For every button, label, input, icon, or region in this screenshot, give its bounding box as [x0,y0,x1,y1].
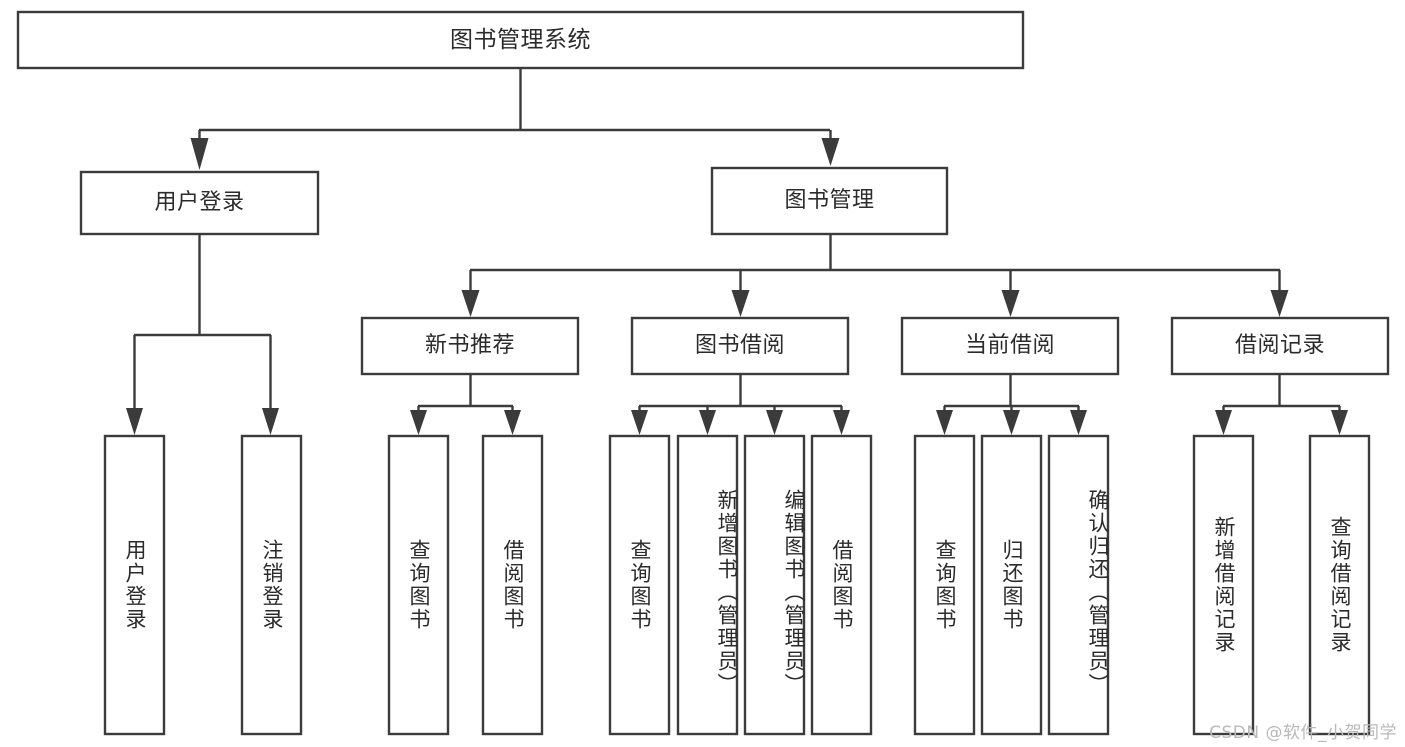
arrow-head-nb-leaf-2 [504,410,521,435]
arrow-head-leaf-user-login-1 [126,408,143,435]
connector-group-root [190,68,840,170]
node-box-leaf-book-borrow-2[interactable] [743,434,806,736]
node-box-current-borrow[interactable] [900,316,1120,376]
node-box-leaf-current-borrow-2[interactable] [1047,434,1110,736]
node-box-leaf-book-borrow-1[interactable] [676,434,739,736]
arrow-head-borrow-record [1270,290,1289,317]
arrow-head-leaf-user-login-2 [262,408,279,435]
arrow-head-current-borrow [1001,290,1020,317]
arrow-head-new-book [461,290,480,317]
arrow-head-bb-leaf-1 [631,410,648,435]
node-box-book-borrow[interactable] [630,316,850,376]
arrow-head-cb-leaf-3 [1070,410,1087,435]
node-box-leaf-current-borrow-1[interactable] [980,434,1043,736]
node-box-borrow-record[interactable] [1170,316,1390,376]
node-box-leaf-new-book-1[interactable] [481,434,544,736]
node-box-leaf-user-login-1[interactable] [240,434,303,736]
arrow-head-bb-leaf-3 [766,410,783,435]
node-box-leaf-book-borrow-0[interactable] [608,434,671,736]
arrow-head-cb-leaf-2 [1003,410,1020,435]
connector-group-borrow-record [1215,374,1348,435]
node-box-root[interactable] [16,10,1025,70]
node-box-user-login[interactable] [79,170,320,236]
arrow-head-book-borrow [731,290,750,317]
connector-group-book-borrow [631,374,850,435]
arrow-head-nb-leaf-1 [410,410,427,435]
node-box-leaf-new-book-0[interactable] [387,434,450,736]
node-box-leaf-borrow-record-1[interactable] [1308,434,1371,736]
connector-group-current-borrow [936,374,1087,435]
node-box-leaf-user-login-0[interactable] [103,434,166,736]
arrow-head-bb-leaf-4 [833,410,850,435]
arrow-head-br-leaf-2 [1331,410,1348,435]
node-box-leaf-current-borrow-0[interactable] [913,434,976,736]
connector-group-user-login [126,234,279,435]
arrow-head-br-leaf-1 [1215,410,1232,435]
connector-group-new-book [410,374,521,435]
connector-group-book-manage [461,234,1289,317]
node-box-leaf-book-borrow-3[interactable] [810,434,873,736]
arrow-head-book-manage [821,138,840,166]
node-box-leaf-borrow-record-0[interactable] [1192,434,1255,736]
node-box-book-manage[interactable] [710,166,949,236]
arrow-head-bb-leaf-2 [699,410,716,435]
node-box-new-book-recommend[interactable] [360,316,580,376]
arrow-head-user-login [190,138,209,170]
arrow-head-cb-leaf-1 [936,410,953,435]
